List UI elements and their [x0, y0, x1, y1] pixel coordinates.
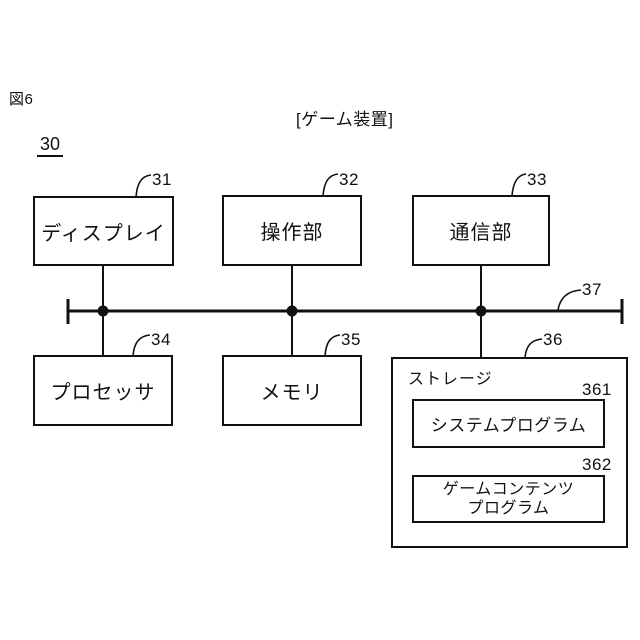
ref-label-32: 32: [339, 170, 359, 189]
diagram-title: [ゲーム装置]: [296, 110, 394, 129]
block-game-content-program-label-line2: プログラム: [467, 500, 550, 517]
block-operation: 操作部: [222, 195, 362, 266]
leader-36: [524, 338, 543, 359]
block-memory-label: メモリ: [260, 382, 324, 404]
ref-label-36: 36: [543, 330, 563, 349]
block-system-program-label: システムプログラム: [430, 416, 587, 435]
block-storage-label: ストレージ: [408, 371, 493, 388]
ref-label-37: 37: [582, 280, 602, 299]
ref-label-361: 361: [582, 380, 612, 399]
block-display-label: ディスプレイ: [41, 222, 166, 245]
figure-number-label: 図6: [9, 91, 34, 108]
block-communication-label: 通信部: [449, 222, 513, 244]
overall-reference-number: 30: [37, 134, 64, 157]
leader-35: [324, 334, 341, 357]
bus-junction-dot: [475, 305, 487, 317]
leader-33: [511, 173, 527, 197]
leader-37: [557, 289, 582, 311]
block-game-content-program: ゲームコンテンツ プログラム: [412, 475, 605, 523]
bus-junction-dot: [286, 305, 298, 317]
block-communication: 通信部: [412, 195, 550, 266]
ref-label-362: 362: [582, 455, 612, 474]
block-storage: ストレージ システムプログラム ゲームコンテンツ プログラム: [391, 357, 628, 548]
block-game-content-program-label-line1: ゲームコンテンツ: [442, 481, 575, 498]
block-processor-label: プロセッサ: [50, 382, 156, 404]
leader-32: [322, 173, 339, 197]
leader-31: [135, 174, 152, 198]
block-operation-label: 操作部: [260, 222, 324, 244]
ref-label-33: 33: [527, 170, 547, 189]
block-memory: メモリ: [222, 355, 362, 426]
leader-34: [132, 334, 151, 357]
bus-junction-dot: [97, 305, 109, 317]
block-display: ディスプレイ: [33, 196, 174, 266]
ref-label-35: 35: [341, 330, 361, 349]
ref-label-34: 34: [151, 330, 171, 349]
ref-label-31: 31: [152, 170, 172, 189]
block-processor: プロセッサ: [33, 355, 173, 426]
block-system-program: システムプログラム: [412, 399, 605, 448]
